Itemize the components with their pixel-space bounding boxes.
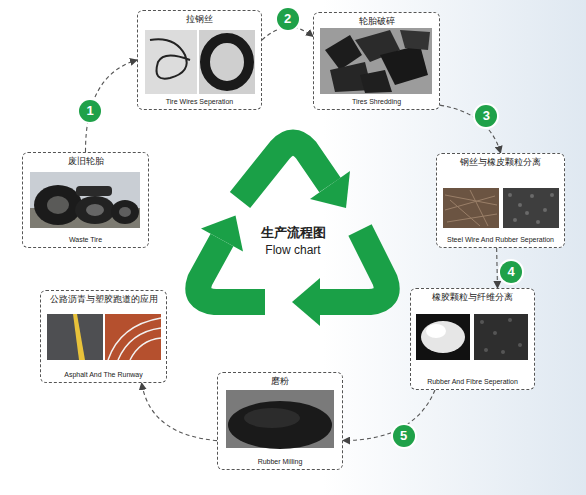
- process-box: 废旧轮胎 Waste Tire: [22, 152, 149, 248]
- step-title: 拉钢丝: [140, 14, 259, 25]
- shredding-photo: [320, 28, 432, 94]
- step-caption: Waste Tire: [25, 235, 146, 244]
- wire-separation-photo: [145, 30, 255, 94]
- recycle-arrow: [198, 240, 265, 302]
- flow-arrow: [496, 248, 498, 288]
- step-title: 轮胎破碎: [316, 16, 437, 27]
- step-caption: Tires Shredding: [316, 97, 437, 106]
- process-box: 拉钢丝 Tire Wires Seperation: [137, 10, 262, 110]
- process-box: 轮胎破碎 Tires Shredding: [313, 12, 440, 110]
- flow-arrow: [440, 105, 501, 153]
- callout-number: 1: [79, 100, 101, 122]
- step-title: 废旧轮胎: [25, 156, 146, 167]
- callout-number: 4: [500, 261, 522, 283]
- recycle-arrow: [320, 230, 387, 302]
- recycle-arrowhead: [201, 215, 243, 251]
- step-caption: Asphalt And The Runway: [43, 370, 164, 379]
- diagram-title: 生产流程图: [243, 224, 343, 242]
- step-caption: Tire Wires Seperation: [140, 97, 259, 106]
- step-title: 橡胶颗粒与纤维分离: [413, 292, 532, 303]
- waste-tire-photo: [30, 172, 140, 228]
- process-box: 磨粉 Rubber Milling: [217, 372, 343, 470]
- process-box: 公路沥青与塑胶跑道的应用 Asphalt And The Runway: [40, 290, 167, 383]
- callout-number: 2: [277, 8, 299, 30]
- step-caption: Steel Wire And Rubber Seperation: [439, 235, 562, 244]
- steel-rubber-photo: [443, 188, 559, 228]
- flow-arrow: [142, 383, 217, 441]
- asphalt-runway-photo: [47, 314, 161, 360]
- flow-arrow: [343, 390, 435, 441]
- step-caption: Rubber Milling: [220, 457, 340, 466]
- rubber-fibre-photo: [416, 314, 528, 360]
- recycle-arrowhead: [310, 171, 350, 208]
- subtitle-label: Flow chart: [243, 243, 343, 257]
- step-caption: Rubber And Fibre Seperation: [413, 377, 532, 386]
- step-title: 钢丝与橡皮颗粒分离: [439, 157, 562, 168]
- recycle-arrowhead: [292, 278, 320, 326]
- process-box: 钢丝与橡皮颗粒分离 Steel Wire And Rubber Seperatio…: [436, 153, 565, 248]
- milling-photo: [226, 390, 334, 449]
- step-title: 公路沥青与塑胶跑道的应用: [43, 294, 164, 305]
- callout-number: 5: [393, 425, 415, 447]
- recycle-arrow: [240, 143, 330, 201]
- process-box: 橡胶颗粒与纤维分离 Rubber And Fibre Seperation: [410, 288, 535, 390]
- step-title: 磨粉: [220, 376, 340, 387]
- callout-number: 3: [475, 105, 497, 127]
